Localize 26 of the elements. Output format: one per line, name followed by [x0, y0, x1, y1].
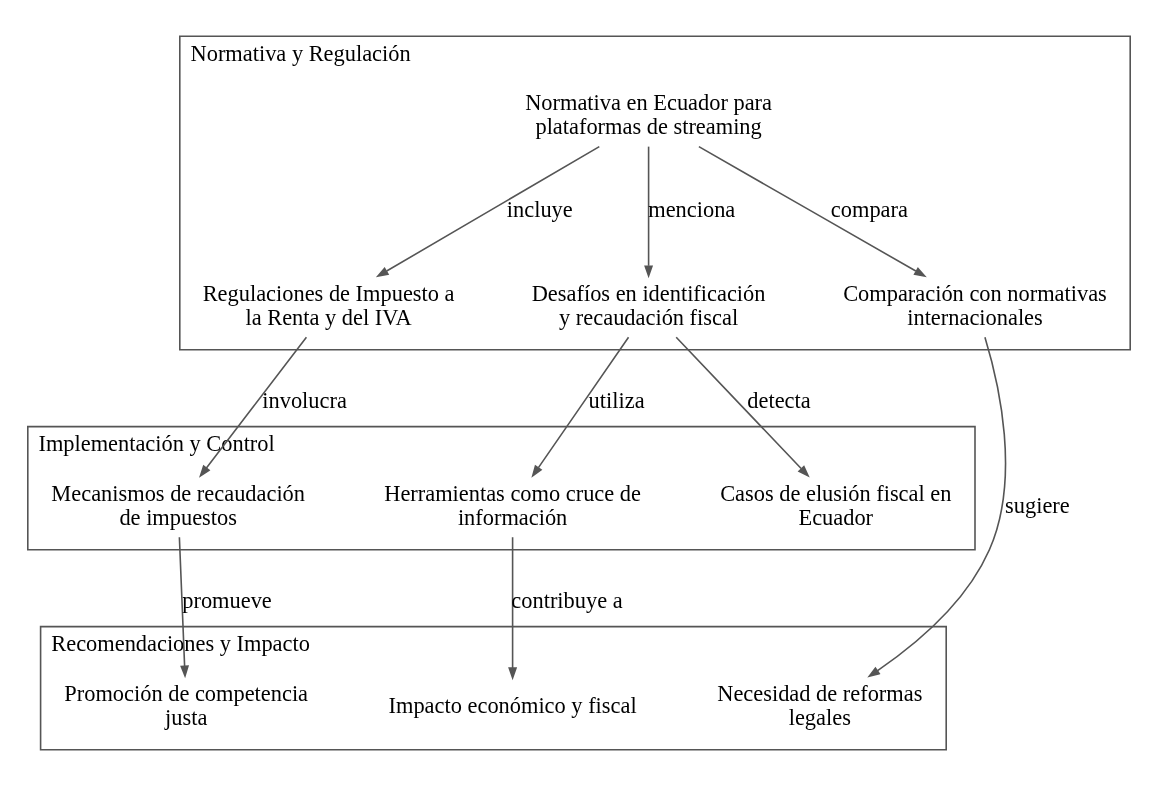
node-text: Comparación con normativas internacionales: [843, 280, 1107, 330]
arrow: [698, 145, 927, 277]
node-text: Desafíos en identificación y recaudación fiscal: [531, 280, 766, 330]
edge-label: incluye: [506, 196, 573, 222]
arrow: [531, 335, 630, 478]
edge-label: involucra: [262, 387, 347, 413]
arrow: [375, 145, 601, 277]
arrow: [199, 335, 308, 478]
node-text: Casos de elusión fiscal en Ecuador: [720, 480, 952, 530]
edge-label: utiliza: [588, 387, 645, 413]
arrow: [867, 335, 1007, 678]
node-text: Necesidad de reformas legales: [717, 680, 923, 730]
edge-label: promueve: [182, 587, 272, 613]
arrow: [508, 535, 518, 680]
node-text: Herramientas como cruce de información: [384, 480, 641, 530]
node-text: Normativa en Ecuador para plataformas de streaming: [525, 89, 773, 139]
node-text: Regulaciones de Impuesto a la Renta y del IVA: [202, 280, 455, 330]
node-text: Promoción de competencia justa: [64, 680, 309, 730]
edge-label: detecta: [747, 387, 811, 413]
node-text: Impacto económico y fiscal: [388, 692, 637, 718]
arrow: [644, 145, 654, 278]
edge-label: compara: [830, 196, 908, 222]
arrow: [178, 535, 190, 678]
edge-label: sugiere: [1005, 492, 1070, 518]
arrow: [675, 335, 810, 478]
node-text: Mecanismos de recaudación de impuestos: [51, 480, 306, 530]
